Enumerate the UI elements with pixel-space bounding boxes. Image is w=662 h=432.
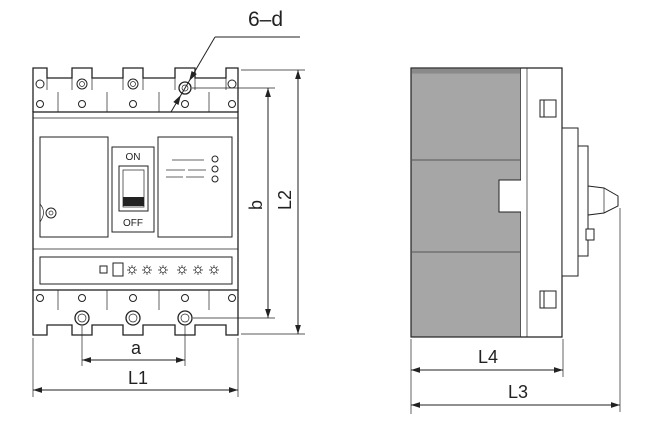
- gear-icon-teeth: [158, 265, 168, 275]
- left-cover-panel: [39, 136, 109, 238]
- callout-arrow-upper: [189, 71, 197, 82]
- top-mounting-hole: [178, 81, 192, 95]
- front-dimensions: 6–d b L2 a L1: [32, 8, 305, 397]
- nameplate-panel: [157, 136, 233, 238]
- gear-icon-hub: [211, 267, 217, 273]
- strip-square-small: [99, 265, 108, 274]
- lower-screw-d: [181, 294, 189, 302]
- breaker-body-outline: [32, 111, 239, 291]
- dim-b-label: b: [246, 200, 266, 210]
- gear-icon-hub: [179, 267, 185, 273]
- upper-screw-b: [78, 100, 86, 108]
- cover-screw-inner: [48, 210, 54, 216]
- strip-square-large: [112, 262, 124, 277]
- indicator-dot-3: [211, 175, 219, 183]
- bottom-mounting-hole-3: [177, 310, 193, 326]
- side-handle: [587, 185, 619, 216]
- handle-window: [111, 146, 155, 233]
- upper-screw-d: [181, 100, 189, 108]
- mechanism-base: [561, 127, 579, 277]
- side-terminal-clip-bottom: [539, 290, 557, 309]
- bottom-mounting-hole-2-inner: [128, 313, 138, 323]
- side-dimensions: L4 L3: [410, 208, 621, 414]
- cover-screw: [45, 207, 57, 219]
- switch-handle-inner: [122, 169, 145, 208]
- gear-icon: [209, 265, 219, 275]
- switch-handle: [118, 165, 149, 212]
- switch-off-label: OFF: [123, 218, 143, 229]
- bottom-mounting-hole-1: [74, 310, 90, 326]
- top-screw-2-inner: [79, 81, 85, 87]
- gear-icon-teeth: [177, 265, 187, 275]
- switch-on-label: ON: [126, 152, 141, 163]
- bottom-terminal-outline: [32, 290, 239, 336]
- upper-screw-a: [36, 100, 44, 108]
- upper-screw-c: [129, 100, 137, 108]
- switch-handle-bar: [123, 197, 144, 206]
- accessory-strip: [39, 256, 233, 285]
- indicator-dot-2: [211, 165, 219, 173]
- gear-icon-hub: [129, 267, 135, 273]
- gear-icon-hub: [144, 267, 150, 273]
- gear-icon: [158, 265, 168, 275]
- top-screw-3-inner: [130, 81, 136, 87]
- hole-callout-label: 6–d: [248, 8, 283, 31]
- mechanism-latch: [585, 228, 595, 241]
- gear-icon-teeth: [127, 265, 137, 275]
- lower-screw-a: [36, 294, 44, 302]
- bottom-terminal-separators: [57, 290, 210, 310]
- dim-l4-label: L4: [478, 347, 498, 367]
- gear-icon-hub: [160, 267, 166, 273]
- top-screw-5: [227, 79, 237, 89]
- dim-l1-label: L1: [128, 368, 148, 388]
- gear-icon: [127, 265, 137, 275]
- lower-screw-e: [228, 294, 236, 302]
- lower-screw-c: [129, 294, 137, 302]
- gear-icon: [193, 265, 203, 275]
- side-terminal-clip-top: [539, 99, 557, 118]
- side-body-top-strip: [411, 68, 521, 74]
- gear-icon: [142, 265, 152, 275]
- front-view: ON OFF: [32, 67, 239, 336]
- side-handle-slot: [498, 179, 523, 213]
- upper-screw-e: [228, 100, 236, 108]
- gear-icon: [177, 265, 187, 275]
- indicator-dot-1: [211, 155, 219, 163]
- gear-icon-hub: [195, 267, 201, 273]
- callout-arrow-lower: [173, 94, 181, 105]
- dim-l3-label: L3: [508, 382, 528, 402]
- bottom-mounting-hole-3-inner: [180, 313, 190, 323]
- bottom-mounting-hole-1-inner: [77, 313, 87, 323]
- gear-icon-teeth: [193, 265, 203, 275]
- top-screw-3: [127, 78, 139, 90]
- dim-l2-label: L2: [275, 190, 295, 210]
- gear-icon-teeth: [209, 265, 219, 275]
- top-terminal-separators: [46, 78, 227, 112]
- lower-screw-b: [78, 294, 86, 302]
- top-screw-2: [76, 78, 88, 90]
- dim-a-label: a: [131, 338, 142, 358]
- gear-icon-teeth: [142, 265, 152, 275]
- top-mounting-hole-inner: [181, 84, 189, 92]
- nameplate-fine-print: [166, 159, 206, 178]
- bottom-mounting-hole-2: [125, 310, 141, 326]
- top-terminal-outline: [32, 67, 239, 112]
- side-view: [410, 67, 619, 338]
- top-screw-1: [35, 79, 45, 89]
- left-cover-notch: [39, 203, 44, 223]
